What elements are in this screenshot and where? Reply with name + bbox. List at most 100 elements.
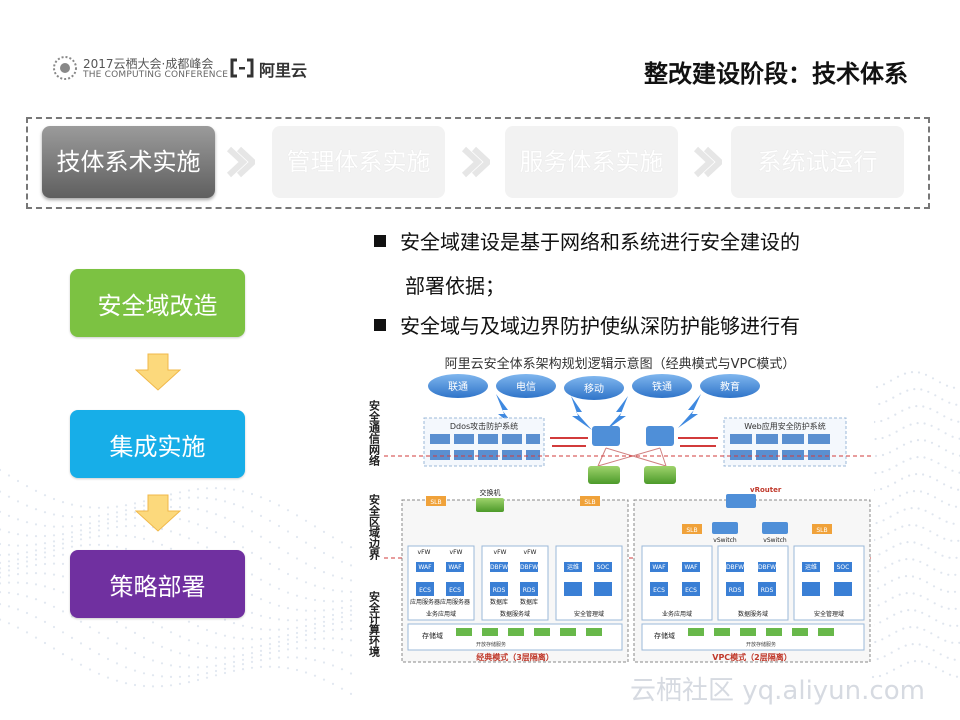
- switch-icon: [476, 498, 504, 512]
- slb-label: SLB: [584, 499, 595, 506]
- brand-name: 阿里云: [259, 61, 308, 80]
- conference-name: 2017云栖大会·成都峰会: [83, 57, 214, 71]
- vrouter-label: vRouter: [750, 486, 782, 494]
- watermark: 云栖社区 yq.aliyun.com: [630, 676, 925, 706]
- flow-step-integration: 集成实施: [70, 410, 245, 478]
- phase-frame: [26, 117, 930, 209]
- isp-cloud-label: 联通: [448, 381, 468, 393]
- node-label: vFW: [450, 549, 463, 556]
- waf-system-label: Web应用安全防护系统: [744, 421, 825, 431]
- conference-logo-icon: [53, 56, 77, 80]
- slb-label: SLB: [430, 499, 441, 506]
- isp-cloud-label: 教育: [720, 380, 740, 393]
- vswitch-label: vSwitch: [763, 537, 787, 544]
- slb-icon: [682, 524, 702, 534]
- isp-cloud-label: 铁通: [652, 380, 672, 393]
- vpc-caption: VPC模式（2层隔离）: [712, 652, 792, 662]
- zone-label: 业务应用域: [662, 610, 692, 618]
- classic-zones: vFW vFW vFW vFW WAF WAF DBFW DBFW 运维 SOC: [407, 545, 623, 621]
- vswitch-icon: [762, 522, 788, 534]
- slb-icon: [580, 496, 600, 506]
- zone-label: 业务应用域: [426, 610, 456, 618]
- bullet-square-icon: [374, 235, 386, 247]
- classic-caption: 经典模式（3层隔离）: [476, 652, 554, 662]
- node-label: ECS: [685, 587, 697, 594]
- bullet-1: 安全域建设是基于网络和系统进行安全建设的: [374, 222, 800, 262]
- zone-label: 数据服务域: [738, 610, 768, 618]
- lightning-icon: [678, 394, 701, 428]
- storage-label: 存储域: [654, 631, 675, 640]
- node-label: vFW: [494, 549, 507, 556]
- zone-label: 安全管理域: [574, 610, 604, 618]
- node-label: WAF: [418, 564, 432, 571]
- chevron-right-icon: [461, 146, 490, 178]
- node-label: 运维: [567, 563, 579, 571]
- node-label: vFW: [524, 549, 537, 556]
- bullet-1-cont: 部署依据；: [405, 274, 505, 298]
- node-label: vFW: [418, 549, 431, 556]
- core-router-icon: [646, 426, 674, 446]
- phase-trial-run[interactable]: 系统试运行: [731, 126, 904, 198]
- node-label: DBFW: [490, 564, 508, 571]
- node-label: DBFW: [520, 564, 538, 571]
- bullet-2: 安全域与及域边界防护使纵深防护能够进行有: [374, 306, 800, 346]
- label-secure-compute: 安全计算环境: [368, 590, 382, 658]
- core-router-icon: [592, 426, 620, 446]
- chevron-right-icon: [226, 146, 255, 178]
- node-label: ECS: [419, 587, 431, 594]
- architecture-diagram-svg: 阿里云安全体系架构规划逻辑示意图（经典模式与VPC模式） 安全通信网络 安全区域…: [368, 356, 874, 663]
- node-label: WAF: [684, 564, 698, 571]
- lightning-icon: [496, 394, 516, 428]
- phase-service-implementation[interactable]: 服务体系实施: [505, 126, 678, 198]
- aliyun-logo-icon: [230, 58, 254, 78]
- zone-label: 数据服务域: [500, 610, 530, 618]
- node-label: RDS: [523, 587, 536, 594]
- vpc-zones: WAF WAF DBFW DBFW 运维 SOC ECS ECS RDS RDS…: [641, 545, 865, 621]
- phase-tech-implementation[interactable]: 技体系术实施: [42, 126, 215, 198]
- node-label: 数据库: [490, 598, 508, 606]
- node-label: 应用服务器: [410, 598, 440, 606]
- isp-cloud-label: 移动: [584, 382, 604, 395]
- node-label: SOC: [597, 564, 610, 571]
- lightning-icon: [571, 396, 592, 430]
- switch-icon: [644, 466, 676, 484]
- arrow-down-icon: [135, 494, 181, 532]
- node-label: ECS: [449, 587, 461, 594]
- router-links: [597, 447, 667, 467]
- architecture-diagram: 阿里云安全体系架构规划逻辑示意图（经典模式与VPC模式） 安全通信网络 安全区域…: [366, 348, 874, 666]
- node-label: DBFW: [726, 564, 744, 571]
- vswitch-icon: [712, 522, 738, 534]
- zone-label: 安全管理域: [814, 610, 844, 618]
- node-label: SOC: [837, 564, 850, 571]
- diagram-title: 阿里云安全体系架构规划逻辑示意图（经典模式与VPC模式）: [445, 356, 796, 372]
- slb-label: SLB: [816, 527, 827, 534]
- label-secure-network: 安全通信网络: [368, 399, 382, 466]
- slb-label: SLB: [686, 527, 697, 534]
- flow-step-policy-deployment: 策略部署: [70, 550, 245, 618]
- node-label: RDS: [493, 587, 506, 594]
- node-label: 应用服务器: [440, 598, 470, 606]
- node-label: WAF: [448, 564, 462, 571]
- flow-step-security-domain: 安全域改造: [70, 269, 245, 337]
- slb-icon: [812, 524, 832, 534]
- arrow-down-icon: [135, 353, 181, 391]
- node-label: DBFW: [758, 564, 776, 571]
- label-secure-boundary: 安全区域边界: [368, 493, 382, 561]
- node-label: 数据库: [520, 598, 538, 606]
- bullet-square-icon: [374, 319, 386, 331]
- vrouter-icon: [726, 494, 756, 508]
- bullet-1-text: 安全域建设是基于网络和系统进行安全建设的: [400, 230, 800, 254]
- switch-label: 交换机: [480, 488, 501, 497]
- node-label: ECS: [653, 587, 665, 594]
- storage-sub-label: 开放存储服务: [476, 641, 506, 648]
- phase-management-implementation[interactable]: 管理体系实施: [272, 126, 445, 198]
- traffic-arrows: [550, 437, 718, 447]
- ddos-system-label: Ddos攻击防护系统: [450, 421, 518, 431]
- switch-icon: [588, 466, 620, 484]
- vswitch-label: vSwitch: [713, 537, 737, 544]
- node-label: RDS: [761, 587, 774, 594]
- isp-clouds: 联通 电信 移动 铁通 教育: [428, 374, 760, 400]
- slb-icon: [426, 496, 446, 506]
- node-label: WAF: [652, 564, 666, 571]
